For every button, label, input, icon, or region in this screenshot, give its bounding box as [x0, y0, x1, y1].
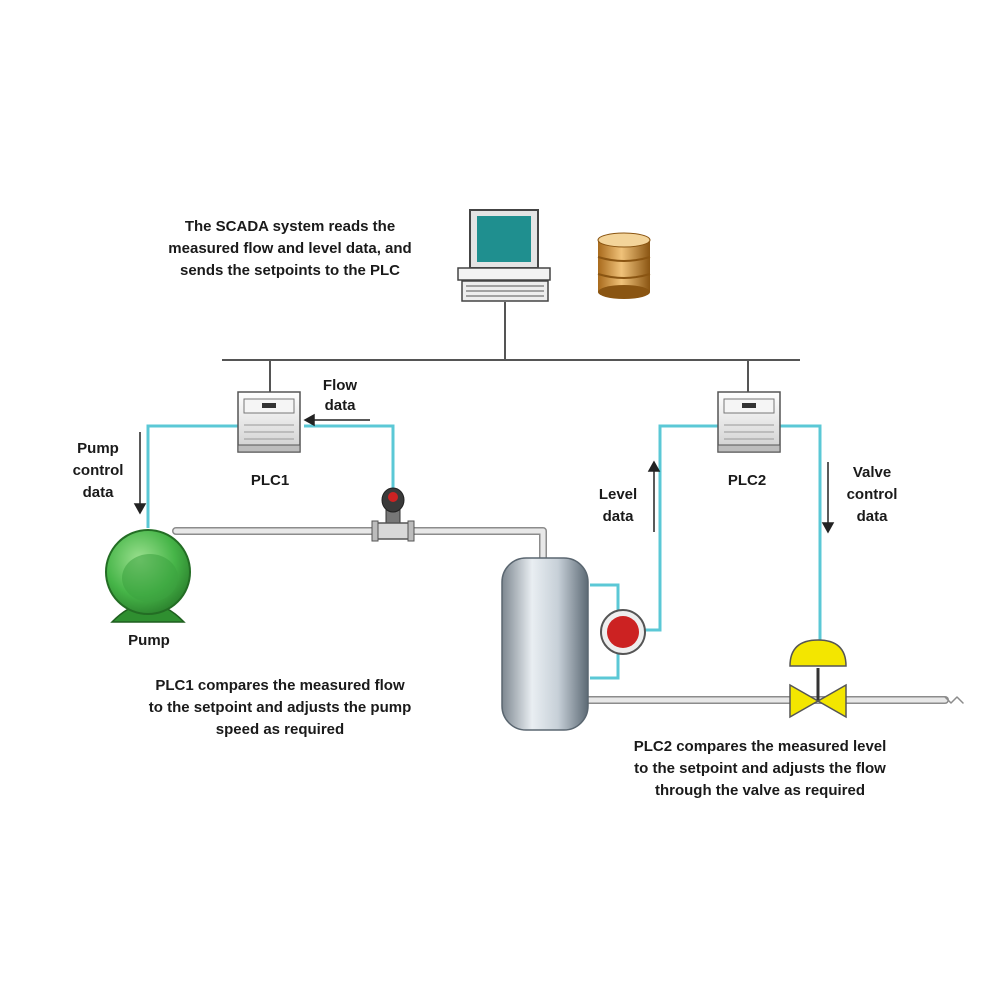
- pump-control-data-label-line: data: [82, 484, 114, 501]
- pump-control-arrow-icon: [133, 432, 147, 515]
- plc2-description-line: PLC2 compares the measured level: [633, 738, 887, 755]
- database-icon: [597, 232, 651, 299]
- pump-label-text: Pump: [128, 632, 170, 649]
- plc1-icon: [237, 391, 301, 453]
- pump-label: Pump: [112, 630, 186, 652]
- plc2-label: PLC2: [717, 470, 777, 492]
- plc2-label-text: PLC2: [727, 472, 767, 489]
- scada-description: The SCADA system reads the measured flow…: [140, 216, 440, 282]
- plc2-description-line: through the valve as required: [654, 782, 866, 799]
- control-valve-icon: [789, 639, 847, 719]
- scada-description-line: The SCADA system reads the: [184, 218, 396, 235]
- level-data-label-line: data: [602, 508, 634, 525]
- plc1-description-line: speed as required: [215, 721, 345, 738]
- level-indicator-icon: [600, 609, 646, 655]
- scada-description-line: measured flow and level data, and: [168, 240, 412, 257]
- tank-icon: [501, 557, 589, 731]
- plc1-description-line: to the setpoint and adjusts the pump: [148, 699, 412, 716]
- scada-description-line: sends the setpoints to the PLC: [179, 262, 401, 279]
- pump-icon: [105, 529, 191, 623]
- valve-control-data-label-line: Valve: [852, 464, 892, 481]
- plc1-label: PLC1: [240, 470, 300, 492]
- scada-computer-icon: [457, 209, 551, 302]
- plc2-icon: [717, 391, 781, 453]
- valve-control-data-label: Valve control data: [832, 462, 912, 528]
- plc2-description-line: to the setpoint and adjusts the flow: [634, 760, 886, 777]
- level-data-label-line: Level: [598, 486, 638, 503]
- plc1-label-text: PLC1: [250, 472, 290, 489]
- valve-control-arrow-icon: [821, 462, 835, 534]
- plc1-description-line: PLC1 compares the measured flow: [155, 677, 405, 694]
- pump-control-data-label: Pump control data: [58, 438, 138, 504]
- flow-data-label-line: Flow: [322, 377, 358, 394]
- flow-data-arrow-icon: [303, 413, 370, 427]
- plc2-description: PLC2 compares the measured level to the …: [580, 736, 940, 802]
- level-data-label: Level data: [588, 484, 648, 528]
- valve-control-data-label-line: data: [856, 508, 888, 525]
- level-data-arrow-icon: [647, 460, 661, 532]
- flow-data-label: Flow data: [310, 376, 370, 416]
- pump-control-data-label-line: Pump: [77, 440, 119, 457]
- flow-meter-icon: [371, 487, 415, 542]
- pump-control-data-label-line: control: [72, 462, 124, 479]
- network-bus: [222, 302, 800, 392]
- flow-data-label-line: data: [324, 397, 356, 414]
- plc1-description: PLC1 compares the measured flow to the s…: [100, 675, 460, 741]
- process-pipes: [172, 527, 964, 704]
- valve-control-data-label-line: control: [846, 486, 898, 503]
- signal-lines: [146, 424, 822, 680]
